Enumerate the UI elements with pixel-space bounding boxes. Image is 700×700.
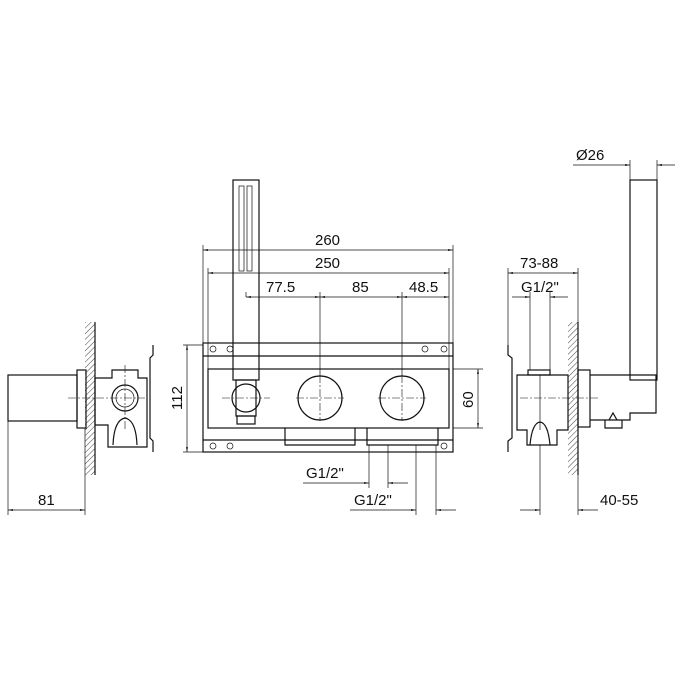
dim-g12-outlet-1: G1/2" [306,465,344,482]
wall-hatch [85,322,95,475]
handshower [232,179,260,381]
dim-40-55: 40-55 [600,492,638,509]
left-side-view: 81 [7,322,154,515]
bracket [507,345,513,452]
dim-112: 112 [169,386,186,410]
valve-body [94,369,148,448]
holder-arm [590,374,657,421]
trim-cylinder [7,374,78,422]
dim-77-5: 77.5 [266,279,295,296]
right-side-view: Ø26 73-88 G1/2" 40-55 [507,147,675,515]
dim-85: 85 [352,279,369,296]
dim-260: 260 [315,232,340,249]
mounting-frame [202,342,454,453]
dim-g12-inlet: G1/2" [521,279,559,296]
dim-g12-outlet-2: G1/2" [354,492,392,509]
dim-81: 81 [38,492,55,509]
wall-hatch [568,322,578,475]
dim-48-5: 48.5 [409,279,438,296]
handshower-tube [629,179,658,381]
flange [76,369,87,429]
dim-60: 60 [460,391,477,408]
bracket [149,345,154,452]
dim-250: 250 [315,255,340,272]
cover-plate [207,368,450,429]
dim-diameter-26: Ø26 [576,147,604,164]
front-view: 260 250 77.5 85 48.5 112 60 G1/2" G1/2" [169,179,483,515]
dim-73-88: 73-88 [520,255,558,272]
valve-body [516,374,569,446]
flange [577,369,591,428]
